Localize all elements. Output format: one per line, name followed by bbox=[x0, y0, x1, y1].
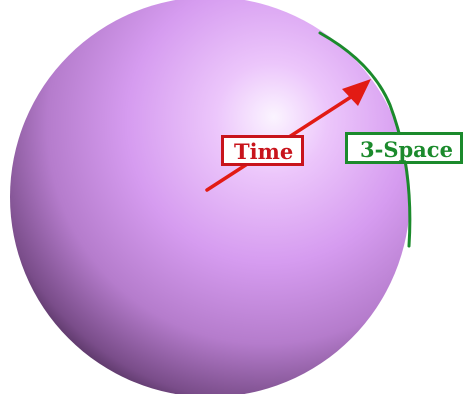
space-label: 3-Space bbox=[345, 132, 463, 164]
time-label-text: Time bbox=[234, 139, 294, 164]
time-label: Time bbox=[221, 135, 304, 166]
time-arrow-head bbox=[342, 79, 371, 106]
space-arc bbox=[318, 31, 412, 248]
space-label-text: 3-Space bbox=[360, 137, 453, 162]
sphere bbox=[10, 0, 410, 394]
